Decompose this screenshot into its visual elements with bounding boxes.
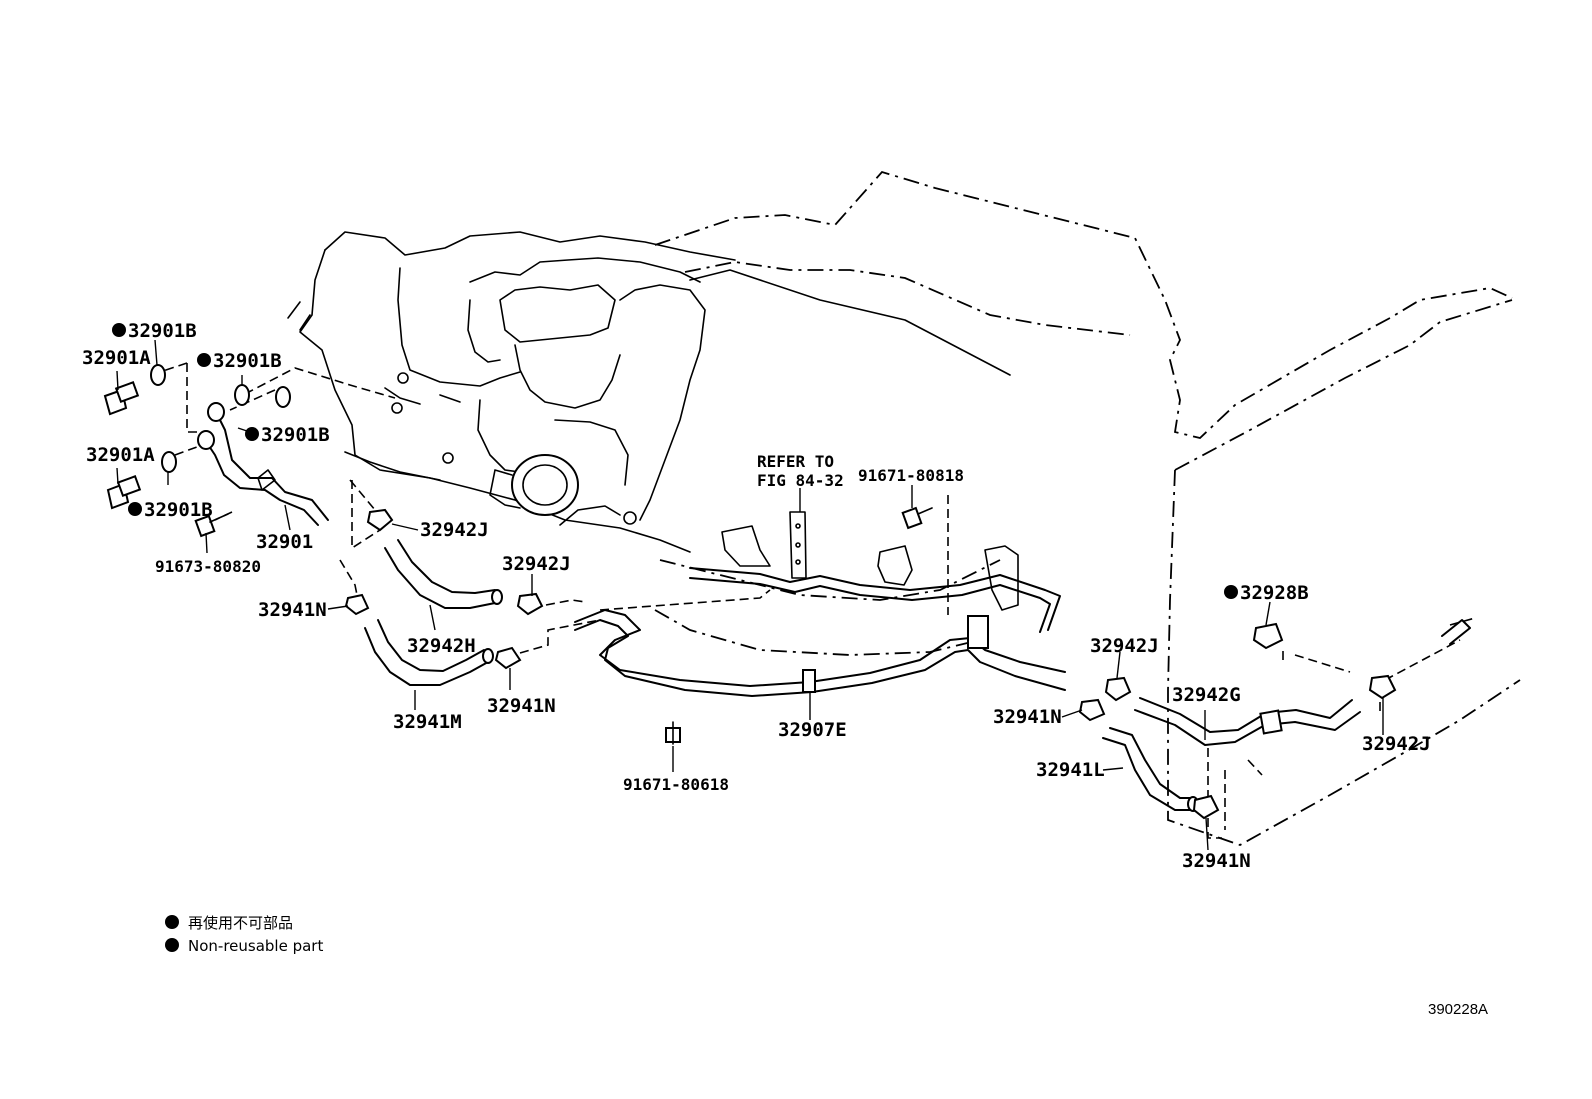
- label-32901A-2: 32901A: [86, 444, 155, 466]
- clamps-right: [1078, 622, 1397, 820]
- legend-japanese: 再使用不可部品: [188, 914, 293, 932]
- nonreusable-dot-icon: [128, 502, 142, 516]
- union-bolt-upper: [103, 381, 140, 416]
- label-32941N-4: 32941N: [1182, 850, 1251, 872]
- nonreusable-dot-icon: [197, 353, 211, 367]
- figure-id: 390228A: [1428, 1001, 1488, 1018]
- clamps-left: [344, 508, 544, 670]
- nonreusable-dot-icon: [245, 427, 259, 441]
- nonreusable-dot-icon: [165, 915, 179, 929]
- leader-lines: [116, 339, 1384, 851]
- label-91671-80618: 91671-80618: [623, 775, 729, 794]
- nonreusable-dot-icon: [112, 323, 126, 337]
- label-32928B: 32928B: [1240, 582, 1309, 604]
- hose-stub-right: [1441, 619, 1471, 645]
- hose-32942G: [1134, 697, 1361, 746]
- label-refer-line1: REFER TO: [757, 452, 834, 471]
- bolt-91671-80618: [665, 721, 681, 745]
- label-32942H: 32942H: [407, 635, 476, 657]
- label-32942J-2: 32942J: [502, 553, 571, 575]
- phantom-outline-engine: [654, 170, 1521, 846]
- assembly-lines: [159, 362, 1476, 839]
- label-32901B-2: 32901B: [213, 350, 282, 372]
- hose-32941L: [1102, 727, 1199, 812]
- label-refer-line2: FIG 84-32: [757, 471, 844, 490]
- label-32941M: 32941M: [393, 711, 462, 733]
- label-32901B-4: 32901B: [144, 499, 213, 521]
- label-32901B-1: 32901B: [128, 320, 197, 342]
- label-32907E: 32907E: [778, 719, 847, 741]
- label-91673-80820: 91673-80820: [155, 557, 261, 576]
- transmission-housing: [287, 231, 736, 553]
- cooler-tube-32907E: [574, 567, 1066, 697]
- label-32901: 32901: [256, 531, 313, 553]
- label-32942J-3: 32942J: [1090, 635, 1159, 657]
- legend-english: Non-reusable part: [188, 937, 323, 955]
- nonreusable-dot-icon: [165, 938, 179, 952]
- label-32901A-1: 32901A: [82, 347, 151, 369]
- filter-housing: [511, 454, 579, 516]
- bolt-91673: [194, 513, 229, 538]
- label-91671-80818: 91671-80818: [858, 466, 964, 485]
- label-32941L: 32941L: [1036, 759, 1105, 781]
- gaskets: [150, 364, 291, 473]
- cooler-tube-32901: [197, 402, 329, 526]
- hose-32941M: [364, 619, 494, 686]
- label-32941N-1: 32941N: [258, 599, 327, 621]
- legend: 再使用不可部品 Non-reusable part: [165, 914, 323, 955]
- label-32901B-3: 32901B: [261, 424, 330, 446]
- label-32942G: 32942G: [1172, 684, 1241, 706]
- part-labels: 32901B 32901A 32901B 32901B 32901A 32901…: [82, 320, 1431, 872]
- label-32942J-4: 32942J: [1362, 733, 1431, 755]
- label-32942J-1: 32942J: [420, 519, 489, 541]
- nonreusable-dot-icon: [1224, 585, 1238, 599]
- label-32941N-3: 32941N: [993, 706, 1062, 728]
- hose-32942H: [384, 539, 503, 609]
- bolt-91671-80818: [901, 506, 933, 530]
- label-32941N-2: 32941N: [487, 695, 556, 717]
- union-bolt-lower: [106, 475, 142, 510]
